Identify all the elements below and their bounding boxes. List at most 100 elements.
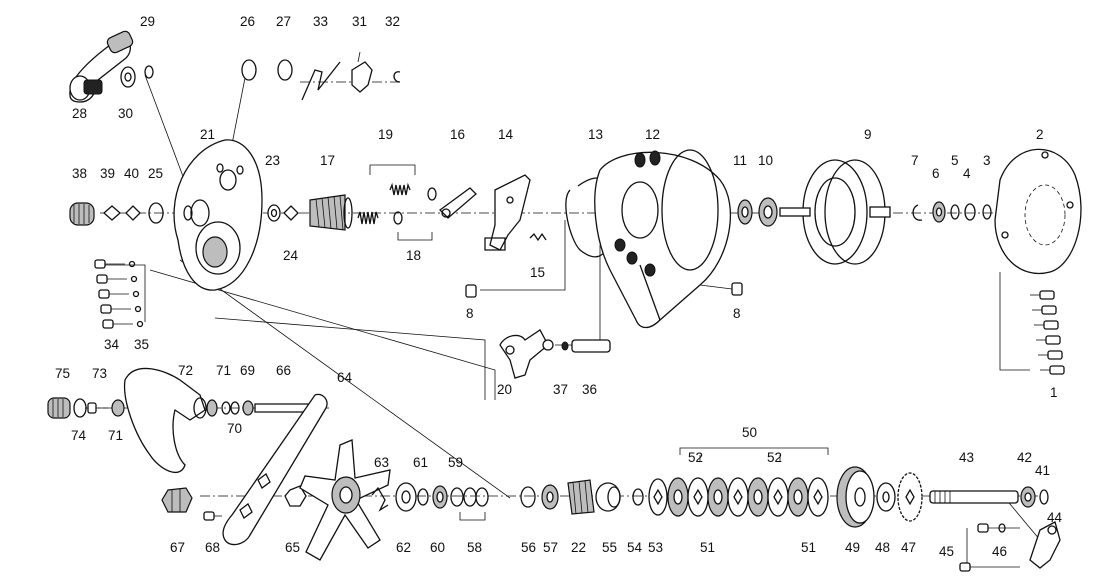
part-26-clip <box>241 59 257 81</box>
part-15-spring <box>529 232 547 242</box>
label-19: 19 <box>378 127 393 142</box>
label-47: 47 <box>901 540 916 555</box>
part-24-washer <box>283 205 299 221</box>
label-33: 33 <box>313 14 328 29</box>
part-47-ratchet <box>897 472 923 522</box>
label-54: 54 <box>627 540 643 555</box>
label-30: 30 <box>118 106 133 121</box>
part-6-bearing <box>932 201 946 223</box>
part-55-bushing <box>595 482 621 512</box>
label-68: 68 <box>205 540 220 555</box>
label-22: 22 <box>571 540 586 555</box>
part-64-star-drag <box>299 439 391 561</box>
label-8a: 8 <box>466 306 474 321</box>
label-18: 18 <box>406 248 421 263</box>
part-22-gear <box>567 479 595 515</box>
part-45-screws <box>959 523 1020 572</box>
part-70-ring <box>221 401 231 415</box>
part-23-bushing <box>267 204 281 222</box>
label-63: 63 <box>374 455 389 470</box>
label-4: 4 <box>963 166 971 181</box>
label-35: 35 <box>134 337 149 352</box>
label-1: 1 <box>1050 385 1058 400</box>
part-52-51-drag-stack <box>667 477 829 517</box>
label-49: 49 <box>845 540 860 555</box>
label-67: 67 <box>170 540 185 555</box>
part-39-washer <box>103 205 121 221</box>
part-10-bearing <box>758 197 778 227</box>
part-58-rings <box>463 487 489 507</box>
part-36-shaft <box>571 339 611 353</box>
part-29-ring <box>144 65 154 79</box>
part-4-ring <box>964 203 976 221</box>
part-54-washer <box>632 488 644 506</box>
label-37: 37 <box>553 382 568 397</box>
part-74-washer <box>73 398 87 418</box>
label-26: 26 <box>240 14 255 29</box>
part-71-collar-left <box>111 399 125 417</box>
label-17: 17 <box>320 153 335 168</box>
part-48-washer <box>876 482 896 512</box>
label-31: 31 <box>352 14 367 29</box>
part-number-labels: 1 2 3 4 5 6 7 8 8 9 10 11 12 13 14 15 16… <box>55 14 1063 559</box>
label-65: 65 <box>285 540 300 555</box>
label-25: 25 <box>148 166 163 181</box>
part-75-nut <box>47 397 71 419</box>
label-57: 57 <box>543 540 558 555</box>
label-46: 46 <box>992 544 1007 559</box>
part-67-nut <box>161 487 193 513</box>
part-8-pin-left <box>465 284 477 298</box>
label-27: 27 <box>276 14 291 29</box>
part-17-worm-shaft <box>309 194 353 231</box>
label-39: 39 <box>100 166 115 181</box>
part-63-spring-clip <box>371 486 389 512</box>
label-6: 6 <box>932 166 940 181</box>
label-62: 62 <box>396 540 411 555</box>
label-5: 5 <box>951 153 959 168</box>
label-40: 40 <box>124 166 139 181</box>
part-1-screws <box>1030 290 1065 375</box>
part-43-main-shaft <box>929 490 1019 504</box>
part-33-spring <box>301 61 341 101</box>
label-20: 20 <box>497 382 512 397</box>
part-56-ring <box>520 486 536 508</box>
part-25-ring <box>148 202 164 224</box>
label-71a: 71 <box>216 363 231 378</box>
part-21-side-plate <box>173 139 263 291</box>
part-73-screw <box>87 402 108 414</box>
label-64: 64 <box>337 370 353 385</box>
label-53: 53 <box>648 540 663 555</box>
label-51b: 51 <box>801 540 816 555</box>
part-46-washer <box>998 523 1006 533</box>
label-23: 23 <box>265 153 280 168</box>
part-40-washer <box>125 205 141 221</box>
label-7: 7 <box>911 153 919 168</box>
label-24: 24 <box>283 248 299 263</box>
part-12-frame <box>594 149 732 329</box>
label-69: 69 <box>240 363 255 378</box>
label-75: 75 <box>55 366 70 381</box>
part-9-spool <box>779 159 891 265</box>
part-2-side-cover <box>994 148 1082 275</box>
label-55: 55 <box>602 540 617 555</box>
label-45: 45 <box>939 544 954 559</box>
label-56: 56 <box>521 540 536 555</box>
label-11: 11 <box>733 153 747 168</box>
part-57-bearing <box>541 484 559 510</box>
label-9: 9 <box>864 127 872 142</box>
label-16: 16 <box>450 127 465 142</box>
label-34: 34 <box>104 337 120 352</box>
label-52a: 52 <box>688 450 703 465</box>
label-44: 44 <box>1047 510 1063 525</box>
label-3: 3 <box>983 153 991 168</box>
part-18-rings <box>393 187 437 225</box>
part-72-handle-knob <box>123 367 207 474</box>
part-62-disc <box>395 482 417 512</box>
label-36: 36 <box>582 382 597 397</box>
label-21: 21 <box>200 127 215 142</box>
label-42: 42 <box>1017 450 1032 465</box>
label-32: 32 <box>385 14 400 29</box>
part-8-pin-right <box>731 282 743 296</box>
label-74: 74 <box>71 428 87 443</box>
part-16-pawl <box>439 187 477 219</box>
